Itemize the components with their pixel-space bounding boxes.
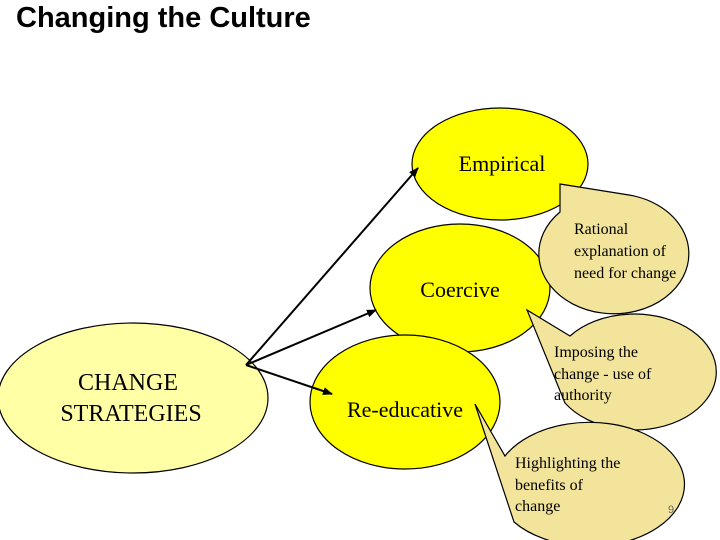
callout-imposing-text: Imposing the change - use of authority [554,344,655,404]
callout-line: benefits of [515,477,584,494]
strategy-node-empirical [411,107,589,221]
callout-line: explanation of [574,243,667,260]
main-node-line: CHANGE [78,370,178,396]
main-node-change-strategies [0,322,269,474]
strategy-label-re-educative: Re-educative [347,397,463,422]
page-number: 9 [668,504,675,516]
callout-rational-text: Rational explanation of need for change [574,221,676,282]
strategy-label-empirical: Empirical [459,151,546,176]
callout-highlighting-text: Highlighting the benefits of change [515,455,624,515]
strategy-label-coercive: Coercive [420,277,499,302]
callout-line: Highlighting the [515,455,620,472]
arrow-to-re-educative [245,364,333,395]
slide-title: Changing the Culture [16,2,311,34]
main-node-line: STRATEGIES [60,401,201,427]
callout-highlighting-bubble [474,403,686,540]
arrow-to-empirical [245,167,419,366]
callout-line: Imposing the [554,344,638,361]
callout-line: Rational [574,221,629,238]
callout-line: need for change [574,265,676,282]
main-node-label: CHANGE STRATEGIES [60,370,201,427]
callout-line: authority [554,387,612,404]
callout-line: change - use of [554,366,652,383]
callout-line: change [515,498,560,515]
arrow-to-coercive [245,309,377,366]
strategy-node-re-educative [309,334,501,470]
callout-rational-bubble [538,183,690,315]
